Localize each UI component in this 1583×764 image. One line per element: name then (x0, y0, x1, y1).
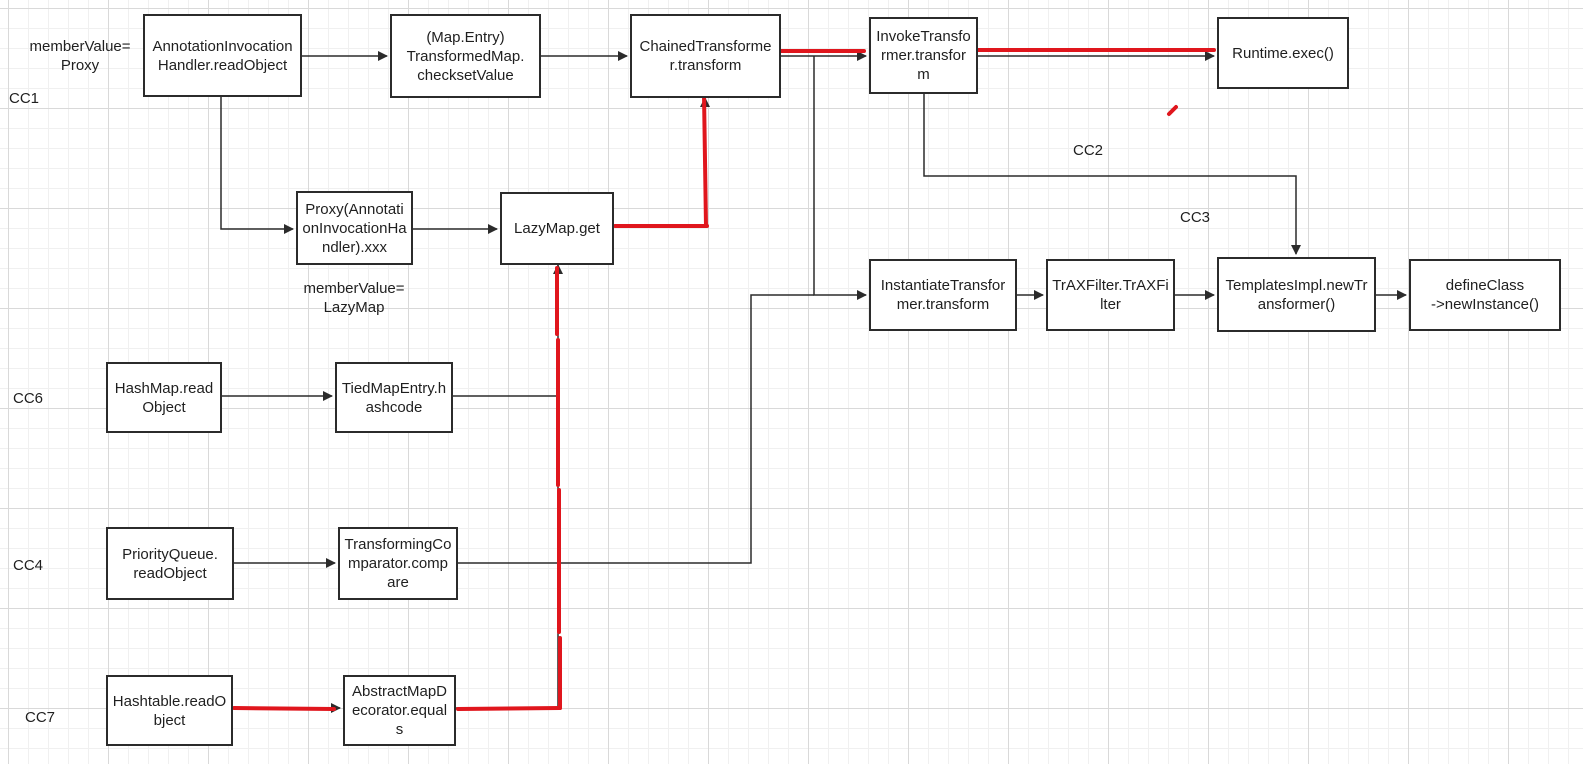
node-define-class: defineClass ->newInstance() (1409, 259, 1561, 331)
node-chained-transformer: ChainedTransformer.transform (630, 14, 781, 98)
edge-chained-to-instantiate (813, 56, 867, 300)
node-transforming-comparator: TransformingComparator.compare (338, 527, 458, 600)
highlight-abstractmap-to-lazymap-h (456, 706, 562, 711)
node-hashtable: Hashtable.readObject (106, 675, 233, 746)
node-lazymap-get: LazyMap.get (500, 192, 614, 265)
label-member-value-lazymap: memberValue= LazyMap (303, 280, 405, 316)
label-cc4: CC4 (12, 557, 43, 574)
node-proxy: Proxy(AnnotationInvocationHandler).xxx (296, 191, 413, 265)
label-cc2: CC2 (1072, 142, 1103, 159)
node-annotation-invocation-handler: AnnotationInvocationHandler.readObject (143, 14, 302, 97)
highlight-lazymap-to-chained-v (702, 92, 708, 228)
edge-invoke-to-templates (923, 94, 1301, 255)
label-cc3: CC3 (1179, 209, 1210, 226)
node-runtime-exec: Runtime.exec() (1217, 17, 1349, 89)
node-tied-map-entry: TiedMapEntry.hashcode (335, 362, 453, 433)
label-cc6: CC6 (12, 390, 43, 407)
node-templates-impl: TemplatesImpl.newTransformer() (1217, 257, 1376, 332)
edge-abstractmap-to-lazymap (456, 264, 563, 709)
highlight-stray-mark (1167, 105, 1178, 116)
edge-comparator-to-instantiate (458, 294, 814, 564)
label-member-value-proxy: memberValue= Proxy (29, 38, 131, 74)
node-transformed-map: (Map.Entry) TransformedMap. checksetValu… (390, 14, 541, 98)
node-instantiate-transformer: InstantiateTransformer.transform (869, 259, 1017, 331)
edge-aih-to-proxy (220, 97, 294, 234)
label-cc1: CC1 (8, 90, 39, 107)
highlight-hashtable-to-abstractmap (232, 706, 336, 711)
node-invoke-transformer: InvokeTransformer.transform (869, 17, 978, 94)
highlight-path (232, 48, 1216, 711)
node-trax-filter: TrAXFilter.TrAXFilter (1046, 259, 1175, 331)
label-cc7: CC7 (24, 709, 55, 726)
node-hashmap: HashMap.readObject (106, 362, 222, 433)
node-priority-queue: PriorityQueue. readObject (106, 527, 234, 600)
edge-lazymap-to-chained (614, 97, 710, 227)
node-abstract-map-decorator: AbstractMapDecorator.equals (343, 675, 456, 746)
